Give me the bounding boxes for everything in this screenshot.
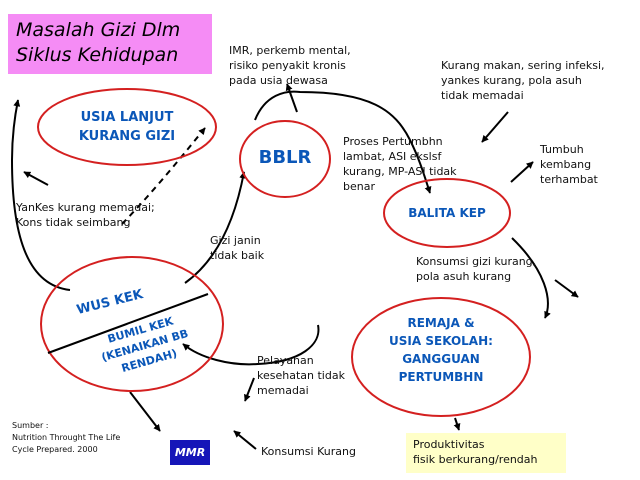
node-usia-lanjut-label: USIA LANJUT KURANG GIZI bbox=[78, 110, 176, 144]
note-pelayanan: Pelayanan kesehatan tidak memadai bbox=[257, 354, 345, 397]
note-konsumsi: Konsumsi Kurang bbox=[261, 445, 356, 458]
arrow-tumbuh bbox=[510, 161, 534, 183]
node-remaja-label: REMAJA & USIA SEKOLAH: GANGGUAN PERTUMBH… bbox=[389, 316, 493, 384]
node-wus-ellipse bbox=[40, 256, 224, 392]
note-yankes: YanKes kurang memadai; Kons tidak seimba… bbox=[16, 201, 155, 229]
arrow-wus-to-bblr bbox=[184, 171, 247, 284]
note-konsumsi-gizi: Konsumsi gizi kurang, pola asuh kurang bbox=[416, 255, 537, 283]
arrow-balita-to-remaja bbox=[511, 237, 551, 319]
arrow-wus-to-usia-lanjut bbox=[10, 99, 71, 291]
arrow-remaja-to-produktivitas bbox=[453, 417, 461, 431]
arrow-remaja-to-wus bbox=[182, 324, 320, 366]
arrow-konsumsi bbox=[233, 430, 257, 450]
arrow-kurang-makan bbox=[481, 111, 509, 143]
arrow-konsumsi-gizi bbox=[554, 279, 579, 298]
title-box bbox=[8, 14, 212, 74]
produktivitas-label: Produktivitas fisik berkurang/rendah bbox=[413, 438, 538, 466]
node-bblr-ellipse bbox=[239, 120, 331, 198]
produktivitas-box bbox=[406, 433, 566, 473]
arrow-dashed-usia-to-bblr bbox=[121, 127, 206, 225]
node-balita-label: BALITA KEP bbox=[408, 206, 486, 220]
node-balita-ellipse bbox=[383, 178, 511, 248]
arrow-to-mmr bbox=[129, 391, 161, 432]
wus-divider-line bbox=[47, 293, 209, 354]
arrow-bblr-to-balita bbox=[254, 90, 432, 194]
node-remaja-ellipse bbox=[351, 297, 531, 417]
arrow-pelayanan bbox=[244, 377, 255, 402]
note-kurang-makan: Kurang makan, sering infeksi, yankes kur… bbox=[441, 59, 605, 102]
note-tumbuh: Tumbuh kembang terhambat bbox=[540, 143, 598, 186]
note-imr: IMR, perkemb mental, risiko penyakit kro… bbox=[229, 44, 351, 87]
arrow-imr bbox=[285, 83, 298, 113]
note-proses: Proses Pertumbhn lambat, ASI ekslsf kura… bbox=[343, 135, 457, 193]
arrow-yankes bbox=[23, 171, 49, 186]
source-citation: Sumber : Nutrition Throught The Life Cyc… bbox=[12, 421, 121, 454]
node-usia-lanjut-ellipse bbox=[37, 88, 217, 166]
node-bblr-label: BBLR bbox=[258, 147, 312, 168]
diagram-title: Masalah Gizi Dlm Siklus Kehidupan bbox=[16, 19, 181, 66]
note-gizi-janin: Gizi janin tidak baik bbox=[210, 234, 265, 262]
mmr-badge: MMR bbox=[170, 440, 210, 465]
